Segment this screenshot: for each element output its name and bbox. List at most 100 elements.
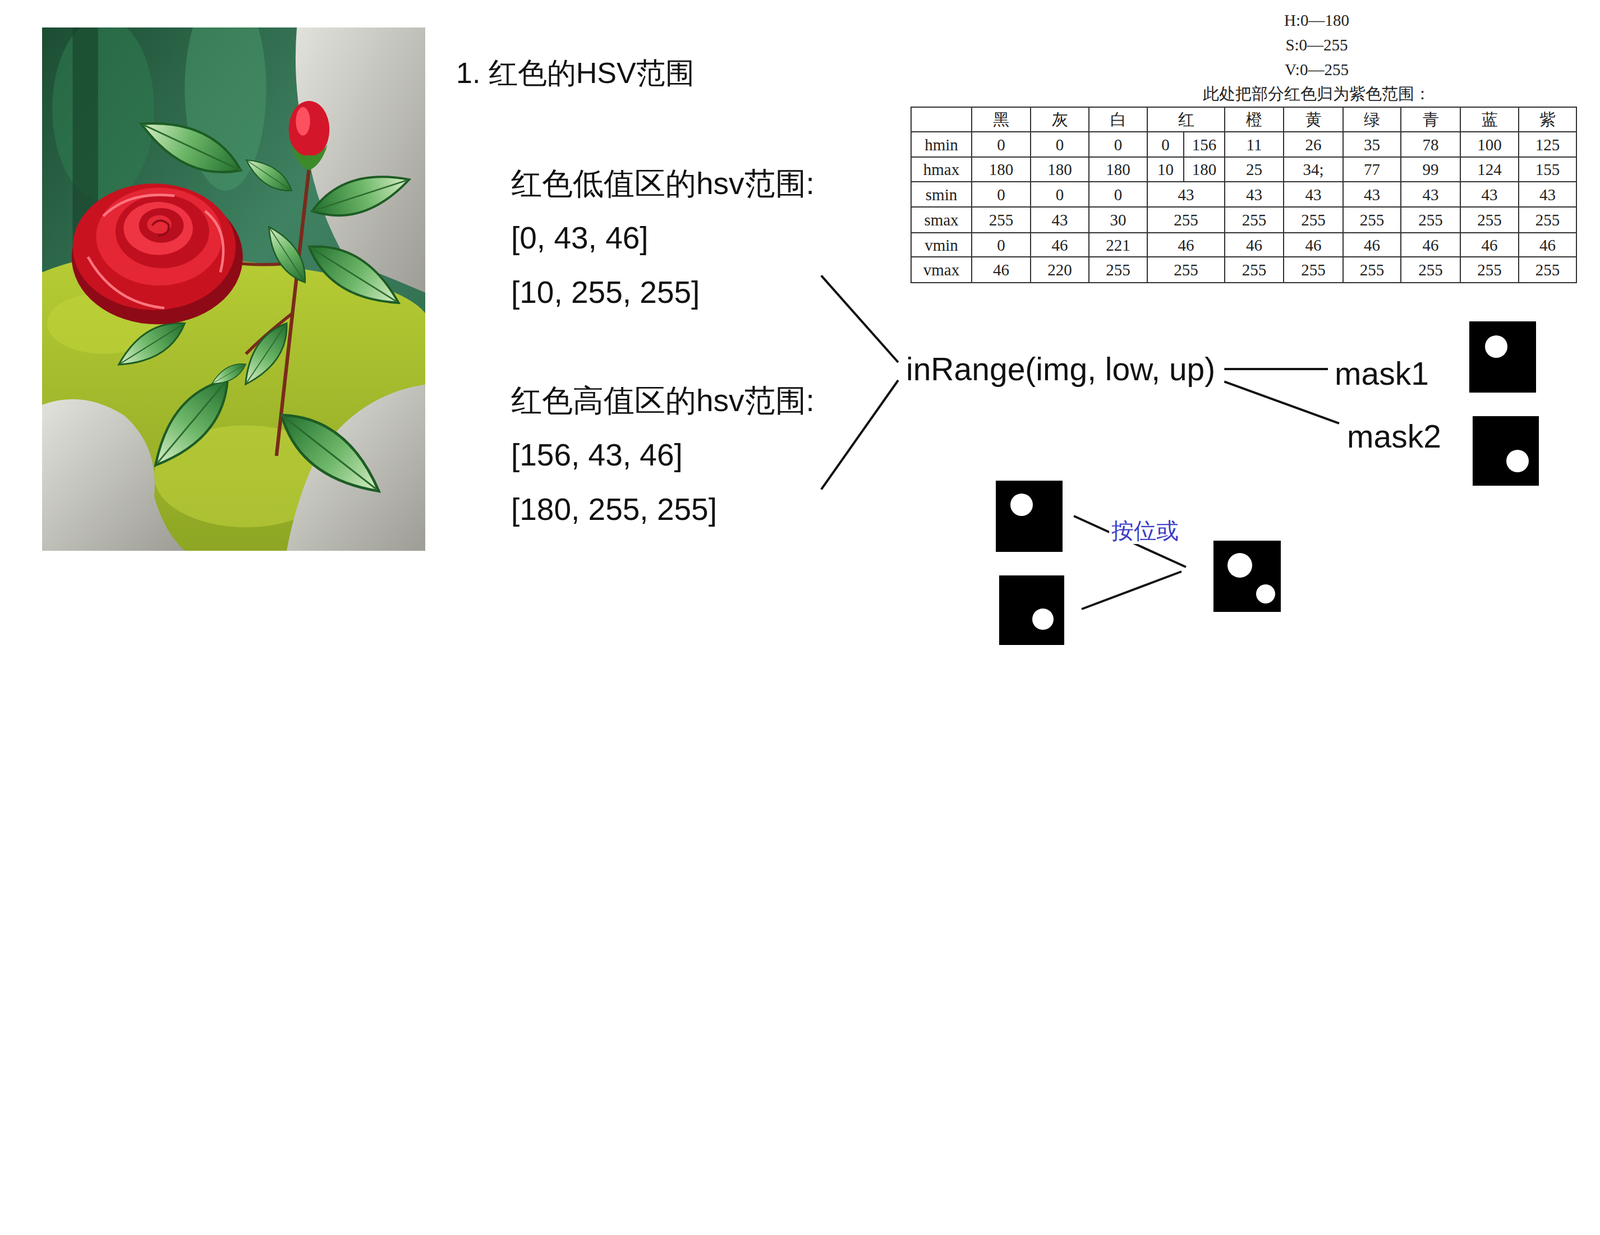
table-rule — [1224, 107, 1226, 283]
rose-petal — [95, 187, 223, 287]
range-text: 红色低值区的hsv范围: — [511, 156, 815, 211]
table-cell: 0 — [996, 235, 1006, 255]
table-cell: 255 — [1242, 260, 1267, 280]
row-header: smin — [925, 185, 958, 205]
table-cell: 43 — [1178, 185, 1195, 205]
row-header: vmin — [924, 235, 959, 255]
table-rule — [1400, 107, 1402, 283]
table-cell: 43 — [1246, 185, 1263, 205]
mask-blob — [1010, 493, 1033, 517]
table-cell: 0 — [996, 185, 1006, 205]
table-cell: 124 — [1477, 159, 1502, 179]
table-cell: 100 — [1477, 135, 1502, 155]
range-note: S:0—255 — [1285, 35, 1348, 55]
mask-image — [1213, 540, 1281, 613]
mask-blob — [1032, 608, 1054, 631]
row-header: hmax — [923, 159, 960, 179]
table-cell: 11 — [1246, 135, 1263, 155]
table-rule — [1183, 131, 1185, 182]
title-text: 1. 红色的HSV范围 — [456, 53, 695, 93]
table-cell: 30 — [1110, 210, 1127, 230]
table-cell: 46 — [1051, 235, 1069, 255]
table-cell: 34; — [1302, 159, 1324, 179]
table-rule — [1518, 107, 1520, 283]
leaf — [134, 108, 248, 187]
table-rule — [1030, 107, 1032, 283]
table-rule — [911, 256, 1577, 258]
leaf — [269, 400, 392, 507]
mask-name: mask2 — [1346, 414, 1442, 459]
table-cell: 77 — [1363, 159, 1381, 179]
table-cell: 255 — [1535, 210, 1561, 230]
leaf — [241, 152, 297, 198]
rose-photo — [42, 27, 426, 551]
table-header: 蓝 — [1481, 109, 1498, 130]
rose-petal — [115, 194, 210, 269]
rose-spiral — [152, 220, 169, 236]
table-cell: 0 — [1055, 135, 1065, 155]
table-header: 黄 — [1305, 109, 1322, 130]
table-rule — [971, 107, 973, 283]
table-cell: 155 — [1535, 159, 1561, 179]
table-cell: 0 — [1114, 135, 1123, 155]
table-cell: 255 — [1359, 260, 1385, 280]
table-header: 青 — [1422, 109, 1439, 130]
table-cell: 46 — [1363, 235, 1381, 255]
table-border — [911, 107, 1577, 283]
range-note: 此处把部分红色归为紫色范围： — [1202, 84, 1431, 104]
mask-image — [1469, 321, 1537, 393]
connector-line — [1224, 368, 1328, 371]
table-rule — [911, 156, 1577, 158]
table-cell: 0 — [1114, 185, 1123, 205]
leaf — [307, 164, 415, 227]
table-rule — [1146, 107, 1148, 283]
operation-label: 按位或 — [1109, 517, 1181, 545]
hsv-range-group: 红色高值区的hsv范围:[156, 43, 46][180, 255, 255] — [511, 373, 815, 537]
table-cell: 25 — [1246, 159, 1263, 179]
petal-edge — [88, 256, 165, 308]
table-grid — [911, 107, 1577, 283]
table-header: 黑 — [992, 109, 1010, 130]
table-cell: 46 — [1539, 235, 1556, 255]
table-cell: 0 — [996, 135, 1006, 155]
bud-highlight — [295, 107, 310, 136]
table-header: 紫 — [1539, 109, 1556, 130]
merge-line — [1081, 571, 1182, 610]
mask-blob — [1256, 584, 1276, 604]
table-cell: 220 — [1047, 260, 1073, 280]
table-header: 灰 — [1051, 109, 1069, 130]
leaf — [208, 359, 250, 390]
leaf — [260, 221, 315, 289]
table-cell: 10 — [1157, 159, 1174, 179]
stem — [276, 168, 310, 457]
table-cell: 255 — [1477, 260, 1502, 280]
rock — [42, 399, 185, 551]
table-cell: 46 — [1481, 235, 1498, 255]
connector-line — [821, 275, 899, 363]
mask-blob — [1484, 335, 1508, 358]
leaf — [300, 232, 408, 317]
table-rule — [911, 131, 1577, 133]
table-cell: 180 — [1192, 159, 1217, 179]
row-header: vmax — [923, 260, 960, 280]
table-cell: 43 — [1481, 185, 1498, 205]
table-cell: 46 — [1422, 235, 1439, 255]
table-header: 红 — [1178, 109, 1195, 130]
table-cell: 43 — [1305, 185, 1322, 205]
table-rule — [1283, 107, 1285, 283]
row-header: smax — [923, 210, 959, 230]
table-cell: 255 — [1105, 260, 1131, 280]
table-cell: 221 — [1105, 235, 1131, 255]
table-cell: 46 — [1246, 235, 1263, 255]
table-cell: 46 — [1178, 235, 1195, 255]
table-cell: 46 — [1305, 235, 1322, 255]
rose-petal — [72, 183, 236, 311]
mask-image — [999, 575, 1065, 646]
mask-label: mask1 — [1334, 351, 1429, 397]
range-text: [156, 43, 46] — [511, 428, 815, 483]
table-cell: 43 — [1539, 185, 1556, 205]
petal-edge — [205, 210, 224, 273]
range-text: [0, 43, 46] — [511, 210, 815, 266]
petal-edge — [103, 195, 175, 217]
